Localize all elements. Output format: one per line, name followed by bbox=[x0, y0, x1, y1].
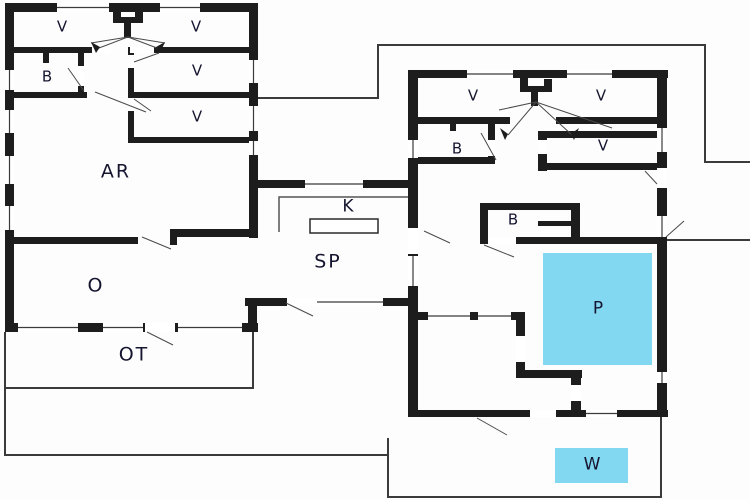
kitchen-zone-lines bbox=[278, 196, 410, 232]
room-label-right-bathroom-2: B bbox=[507, 210, 519, 229]
whirlpool-area bbox=[555, 448, 628, 483]
room-label-right-bedroom-1: V bbox=[467, 86, 479, 105]
room-label-left-room-o: O bbox=[87, 274, 105, 297]
room-label-right-bedroom-2: V bbox=[595, 86, 607, 105]
pool-area bbox=[543, 253, 652, 365]
room-label-left-bedroom-4: V bbox=[191, 107, 203, 126]
window-glass-lines bbox=[8, 6, 663, 415]
room-label-lounge: SP bbox=[314, 250, 342, 273]
room-label-left-bedroom-3: V bbox=[191, 61, 203, 80]
room-label-pool: P bbox=[592, 298, 604, 319]
room-label-left-bedroom-1: V bbox=[56, 17, 68, 36]
plot-boundary bbox=[4, 44, 750, 498]
room-label-left-living-room: AR bbox=[100, 160, 132, 183]
room-label-right-bathroom-1: B bbox=[451, 139, 463, 158]
room-label-right-bedroom-3: V bbox=[597, 136, 609, 155]
room-label-left-bedroom-2: V bbox=[190, 17, 202, 36]
room-label-kitchen: K bbox=[342, 196, 354, 217]
door-swing-arrows bbox=[91, 42, 579, 140]
room-label-whirlpool: W bbox=[583, 454, 601, 475]
room-label-left-terrace: OT bbox=[118, 343, 150, 366]
kitchen-counter bbox=[309, 218, 379, 234]
room-label-left-bathroom: B bbox=[41, 67, 53, 86]
door-swing-lines bbox=[67, 36, 685, 436]
